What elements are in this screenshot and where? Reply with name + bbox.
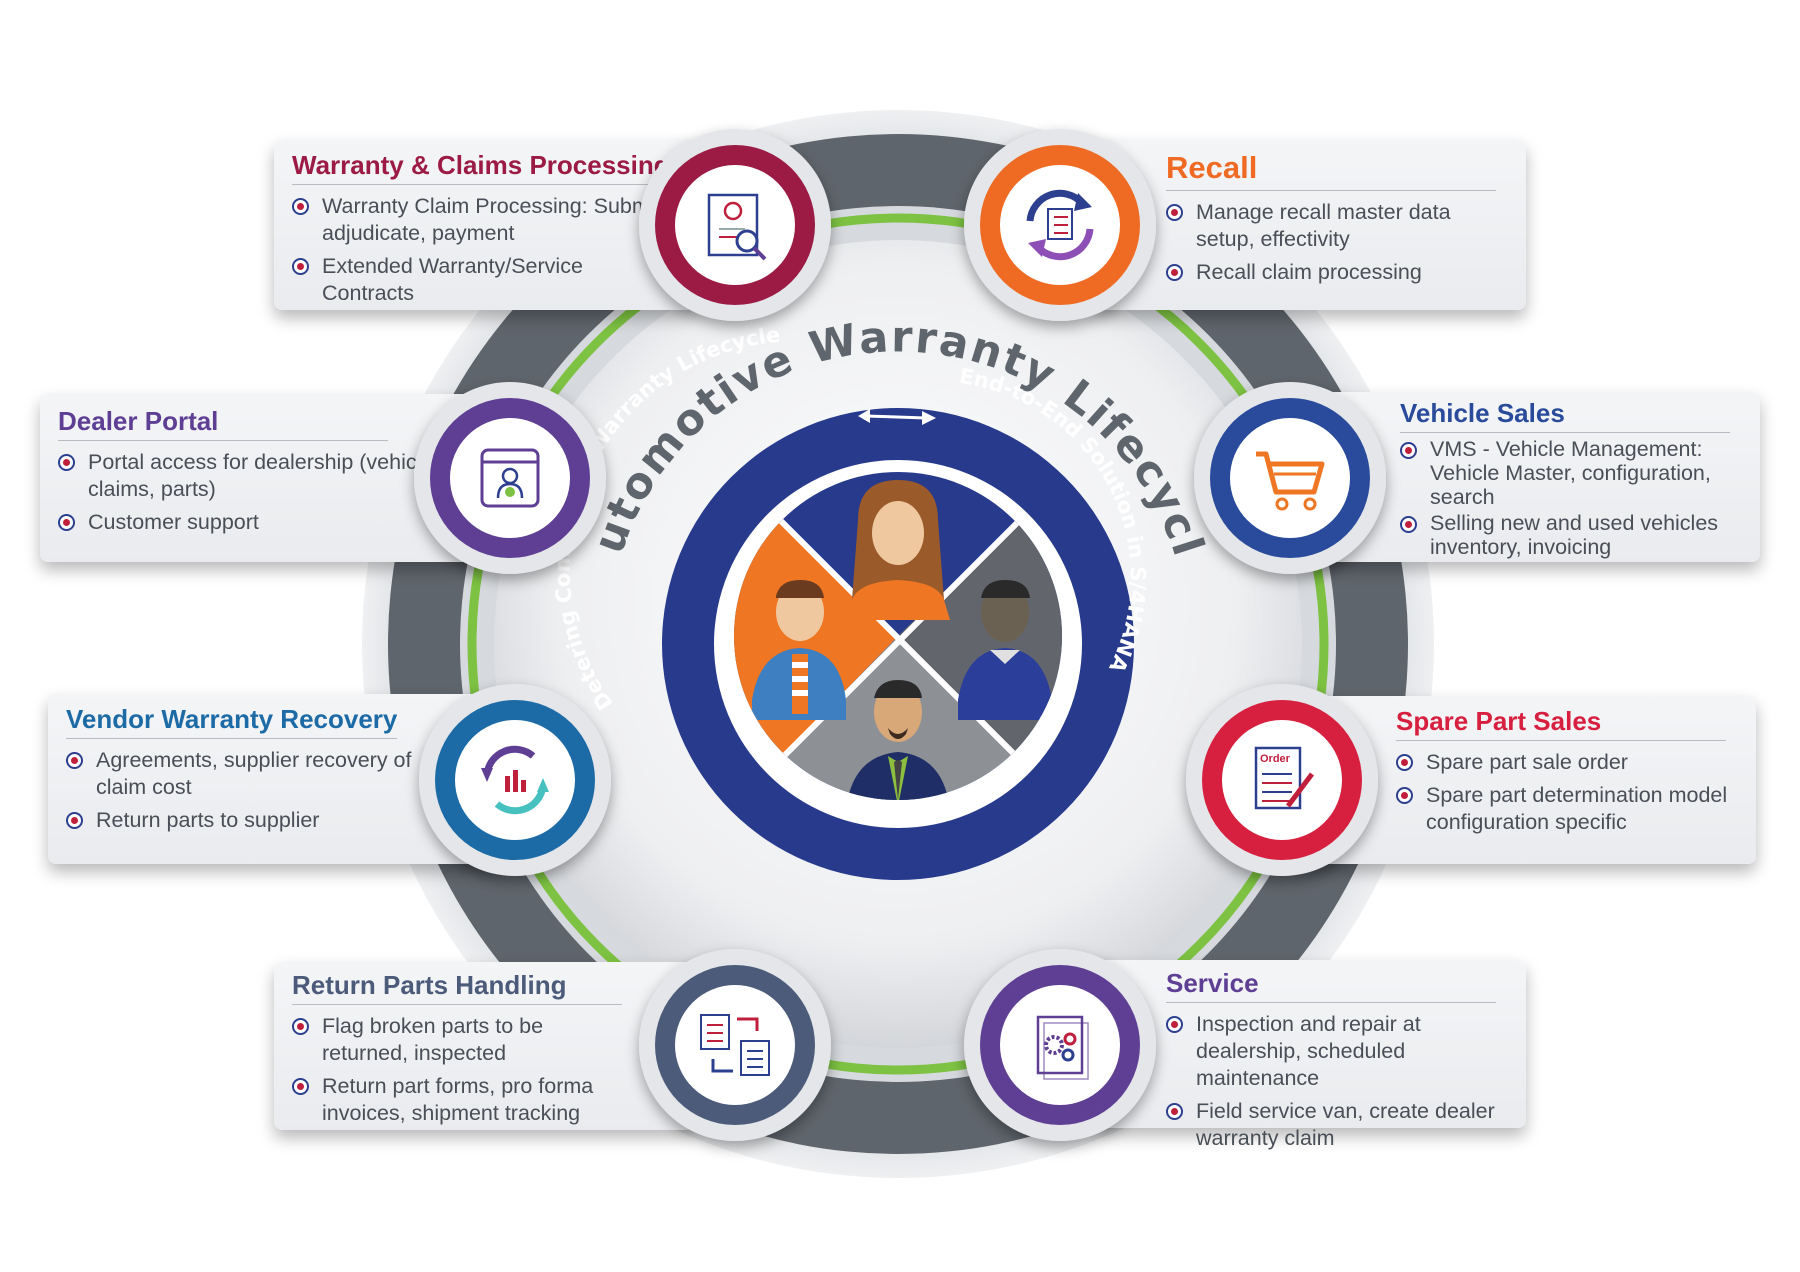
card-title: Spare Part Sales: [1396, 706, 1726, 741]
card-item: Spare part sale order: [1396, 749, 1742, 776]
card-vehicle-sales: Vehicle Sales VMS - Vehicle Management: …: [1310, 392, 1760, 562]
card-title: Warranty & Claims Processing: [292, 150, 670, 185]
card-item: Return part forms, pro forma invoices, s…: [292, 1073, 680, 1127]
card-item: Recall claim processing: [1166, 259, 1510, 286]
card-title: Return Parts Handling: [292, 970, 622, 1005]
card-item: Flag broken parts to be returned, inspec…: [292, 1013, 680, 1067]
card-item: Field service van, create dealer warrant…: [1166, 1098, 1512, 1152]
card-item: Portal access for dealership (vehicles, …: [58, 449, 466, 503]
people-pie: [734, 472, 1062, 800]
card-title: Dealer Portal: [58, 406, 388, 441]
card-item: Selling new and used vehicles inventory,…: [1400, 511, 1746, 559]
card-item: Return parts to supplier: [66, 807, 486, 834]
card-item: VMS - Vehicle Management: Vehicle Master…: [1400, 437, 1746, 509]
card-dealer-portal: Dealer Portal Portal access for dealersh…: [40, 394, 480, 562]
card-item: Manage recall master data setup, effecti…: [1166, 199, 1510, 253]
card-service: Service Inspection and repair at dealers…: [1096, 960, 1526, 1150]
card-return-parts: Return Parts Handling Flag broken parts …: [274, 962, 694, 1130]
card-item: Inspection and repair at dealership, sch…: [1166, 1011, 1512, 1092]
card-title: Recall: [1166, 150, 1496, 191]
card-warranty-claims: Warranty & Claims Processing Warranty Cl…: [274, 140, 694, 310]
card-item: Spare part determination model configura…: [1396, 782, 1742, 836]
card-item: Extended Warranty/Service Contracts: [292, 253, 680, 307]
card-item: Warranty Claim Processing: Submit, adjud…: [292, 193, 680, 247]
double-arrow-icon: [858, 409, 936, 425]
card-recall: Recall Manage recall master data setup, …: [1096, 140, 1526, 310]
person-man-left-icon: [752, 580, 846, 720]
person-man-suit-icon: [846, 680, 950, 800]
card-title: Service: [1166, 968, 1496, 1003]
card-title: Vendor Warranty Recovery: [66, 704, 398, 739]
card-spare-part-sales: Spare Part Sales Spare part sale order S…: [1300, 696, 1756, 864]
card-title: Vehicle Sales: [1400, 398, 1730, 433]
person-man-right-icon: [958, 580, 1052, 720]
person-woman-icon: [846, 480, 950, 620]
card-item: Customer support: [58, 509, 466, 536]
green-ring: [467, 213, 1329, 1075]
card-item: Agreements, supplier recovery of claim c…: [66, 747, 486, 801]
card-vendor-recovery: Vendor Warranty Recovery Agreements, sup…: [48, 694, 500, 864]
